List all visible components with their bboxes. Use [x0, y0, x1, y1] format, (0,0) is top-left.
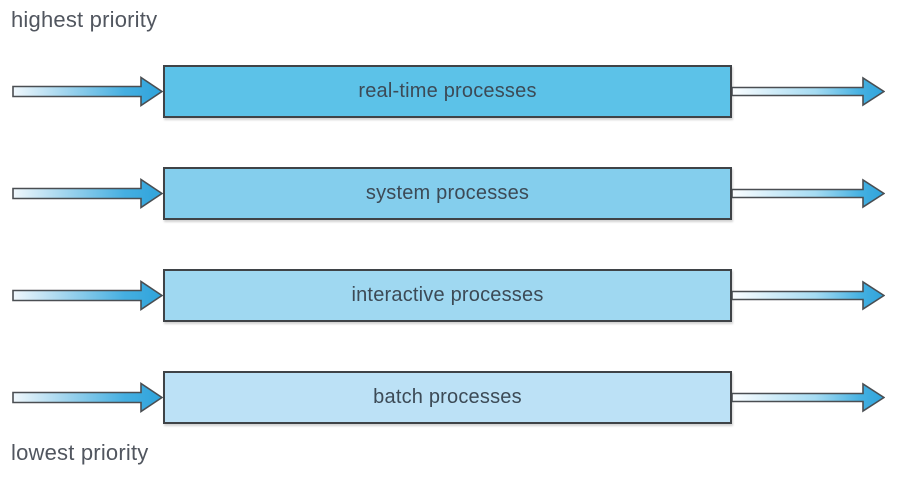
queue-box: real-time processes — [163, 65, 732, 118]
queue-row-batch: batch processes — [0, 371, 897, 424]
queue-label: real-time processes — [358, 80, 537, 102]
queue-row-system: system processes — [0, 167, 897, 220]
queue-label: batch processes — [373, 386, 522, 408]
lowest-priority-label: lowest priority — [11, 440, 149, 465]
outgoing-arrow-icon — [732, 382, 885, 413]
incoming-arrow-icon — [12, 76, 163, 107]
queue-box: interactive processes — [163, 269, 732, 322]
outgoing-arrow-icon — [732, 280, 885, 311]
incoming-arrow-icon — [12, 382, 163, 413]
outgoing-arrow-icon — [732, 76, 885, 107]
outgoing-arrow-icon — [732, 178, 885, 209]
queue-box: system processes — [163, 167, 732, 220]
highest-priority-label: highest priority — [11, 7, 158, 32]
queue-row-realtime: real-time processes — [0, 65, 897, 118]
queue-box: batch processes — [163, 371, 732, 424]
incoming-arrow-icon — [12, 280, 163, 311]
queue-label: interactive processes — [351, 284, 544, 306]
queue-label: system processes — [365, 182, 530, 204]
incoming-arrow-icon — [12, 178, 163, 209]
queue-row-interactive: interactive processes — [0, 269, 897, 322]
